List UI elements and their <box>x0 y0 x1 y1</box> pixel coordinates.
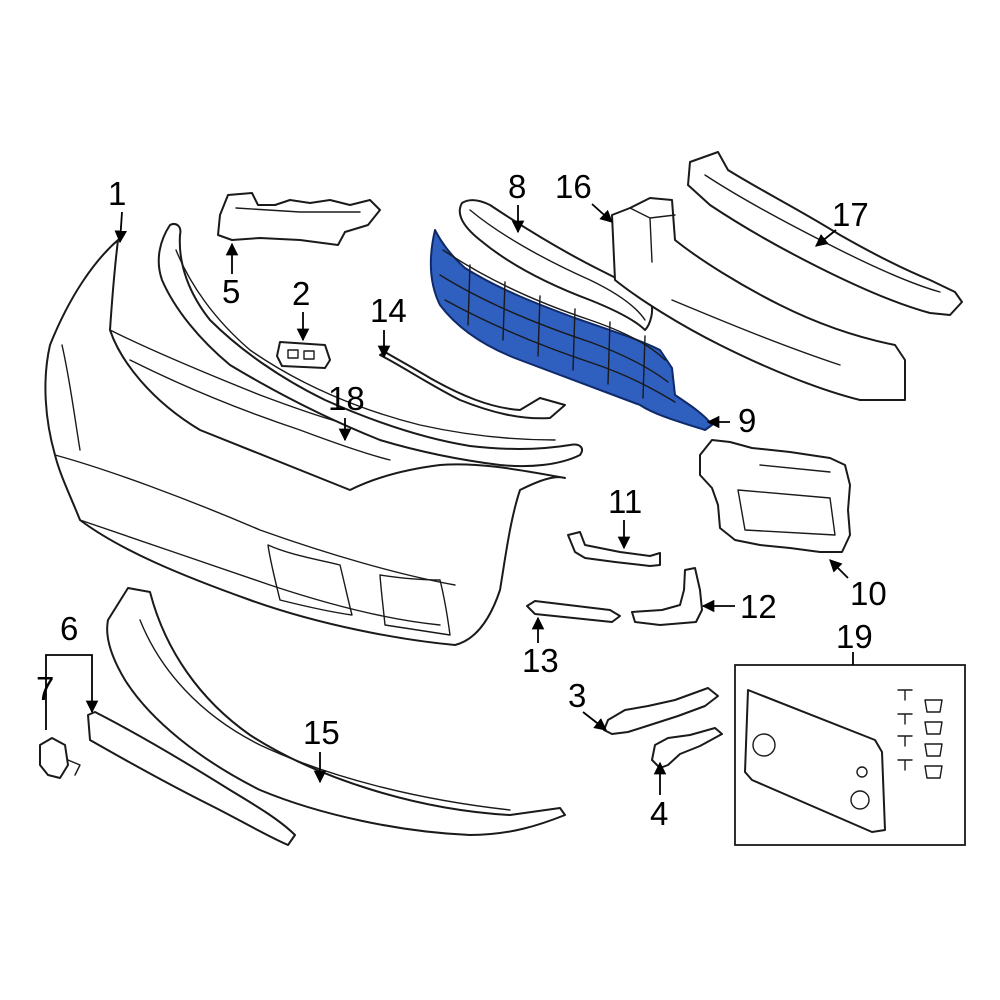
callout-19: 19 <box>836 618 873 655</box>
callout-12: 12 <box>740 588 777 625</box>
leader-lines <box>45 203 854 795</box>
callout-9: 9 <box>738 402 756 439</box>
callout-labels: 1 2 3 4 5 6 7 8 9 10 11 12 13 14 15 16 1… <box>36 168 887 832</box>
part-8-upper-molding[interactable] <box>458 199 654 331</box>
part-18-upper-retainer[interactable] <box>157 223 583 468</box>
part-17-reinforcement[interactable] <box>687 151 963 316</box>
callout-6: 6 <box>60 610 78 647</box>
part-6-lower-molding[interactable] <box>87 711 296 846</box>
callout-11: 11 <box>608 483 642 520</box>
part-5-bracket[interactable] <box>217 192 381 246</box>
part-13-trim[interactable] <box>526 600 621 623</box>
callout-15: 15 <box>303 714 340 751</box>
part-19-license-bracket-kit[interactable] <box>734 664 966 846</box>
callout-7: 7 <box>36 670 54 707</box>
part-4-bracket[interactable] <box>651 727 723 769</box>
callout-8: 8 <box>508 168 526 205</box>
part-15-lower-valance[interactable] <box>106 587 566 836</box>
fastener-icon <box>897 689 943 779</box>
part-3-bracket[interactable] <box>603 687 719 735</box>
part-2-clip[interactable] <box>276 341 331 369</box>
callout-13: 13 <box>522 642 559 679</box>
part-16-absorber[interactable] <box>611 197 906 401</box>
part-1-bumper-cover[interactable] <box>44 239 566 646</box>
callout-10: 10 <box>850 575 887 612</box>
callout-16: 16 <box>555 168 592 205</box>
part-7-cover[interactable] <box>39 737 81 779</box>
callout-4: 4 <box>650 795 668 832</box>
callout-1: 1 <box>108 175 126 212</box>
part-10-fog-bracket[interactable] <box>699 439 851 553</box>
callout-2: 2 <box>292 275 310 312</box>
part-12-corner-bracket[interactable] <box>631 567 703 626</box>
callout-5: 5 <box>222 273 240 310</box>
callout-3: 3 <box>568 677 586 714</box>
part-11-bracket[interactable] <box>567 531 661 567</box>
part-14-trim-strip[interactable] <box>379 351 566 420</box>
callout-18: 18 <box>328 380 365 417</box>
callout-17: 17 <box>832 196 869 233</box>
callout-14: 14 <box>370 292 407 329</box>
